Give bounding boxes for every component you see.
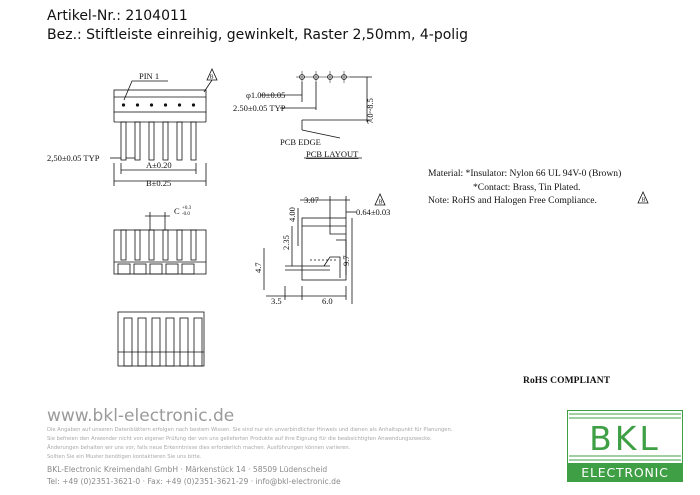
material-spec: Material: *Insulator: Nylon 66 UL 94V-0 … xyxy=(428,168,622,179)
side-dim-307: 3.07 xyxy=(304,195,319,205)
pcb-pitch-typ-dim: 2.50±0.05 TYP xyxy=(233,103,286,113)
rev-mark-top: B xyxy=(210,75,214,81)
rev-mark-note: B xyxy=(642,198,646,204)
company-contact: Tel: +49 (0)2351-3621-0 · Fax: +49 (0)23… xyxy=(47,477,341,486)
dim-c: C xyxy=(174,206,180,216)
side-dim-47: 4.7 xyxy=(253,262,263,273)
side-pin-dim: 0.64±0.03 xyxy=(356,207,390,217)
disclaimer-line-4: Sollten Sie ein Muster benötigen kontakt… xyxy=(47,454,202,460)
front-view-body xyxy=(113,229,207,275)
article-number: Artikel-Nr.: 2104011 xyxy=(47,8,188,24)
pin1-label: PIN 1 xyxy=(139,71,159,81)
logo-subtitle: ELECTRONIC xyxy=(567,464,683,482)
rohs-compliant-label: RoHS COMPLIANT xyxy=(523,376,611,386)
bkl-logo: BKL ELECTRONIC xyxy=(567,410,683,482)
dim-a: A±0.20 xyxy=(146,160,172,170)
side-dim-97: 9.7 xyxy=(341,255,351,266)
logo-brand-text: BKL xyxy=(589,419,661,458)
compliance-note: Note: RoHS and Halogen Free Compliance. xyxy=(428,195,597,206)
bottom-view-body xyxy=(117,311,205,367)
disclaimer-line-2: Sie befreien den Anwender nicht von eige… xyxy=(47,436,432,442)
rev-mark-side: B xyxy=(379,200,383,206)
side-view-body xyxy=(301,217,347,281)
product-description: Bez.: Stiftleiste einreihig, gewinkelt, … xyxy=(47,27,468,43)
top-view-pin-dots xyxy=(121,103,196,107)
hole-diameter-dim: φ1.00±0.05 xyxy=(246,90,285,100)
dim-c-tol-plus: +0.3 xyxy=(182,206,192,211)
logo-frame xyxy=(567,410,683,464)
side-dim-400: 4.00 xyxy=(287,207,297,222)
dim-b: B±0.25 xyxy=(146,178,171,188)
side-dim-235: 2.35 xyxy=(281,235,291,250)
disclaimer-line-3: Änderungen behalten wir uns vor, falls n… xyxy=(47,445,351,451)
top-view-pins xyxy=(120,121,197,161)
website-link[interactable]: www.bkl-electronic.de xyxy=(47,406,235,426)
pcb-height-dim: 7.0~8.5 xyxy=(365,98,375,124)
technical-drawing: PIN 1 B 2,50±0.05 TYP A±0.20 B±0.25 φ1.0… xyxy=(47,68,649,367)
pcb-edge-label: PCB EDGE xyxy=(280,137,321,147)
company-address: BKL-Electronic Kreimendahl GmbH · Märken… xyxy=(47,465,328,474)
disclaimer-line-1: Die Angaben auf unseren Datenblättern er… xyxy=(47,427,453,433)
side-dim-35: 3.5 xyxy=(271,296,282,306)
logo-stripes xyxy=(569,413,681,461)
contact-spec: *Contact: Brass, Tin Plated. xyxy=(473,182,581,193)
connector-top-body xyxy=(113,89,207,113)
pcb-layout-label: PCB LAYOUT xyxy=(306,149,359,159)
pitch-typ-dim: 2,50±0.05 TYP xyxy=(47,153,100,163)
dim-c-tol-zero: -0.0 xyxy=(182,212,190,217)
side-dim-60: 6.0 xyxy=(322,296,333,306)
